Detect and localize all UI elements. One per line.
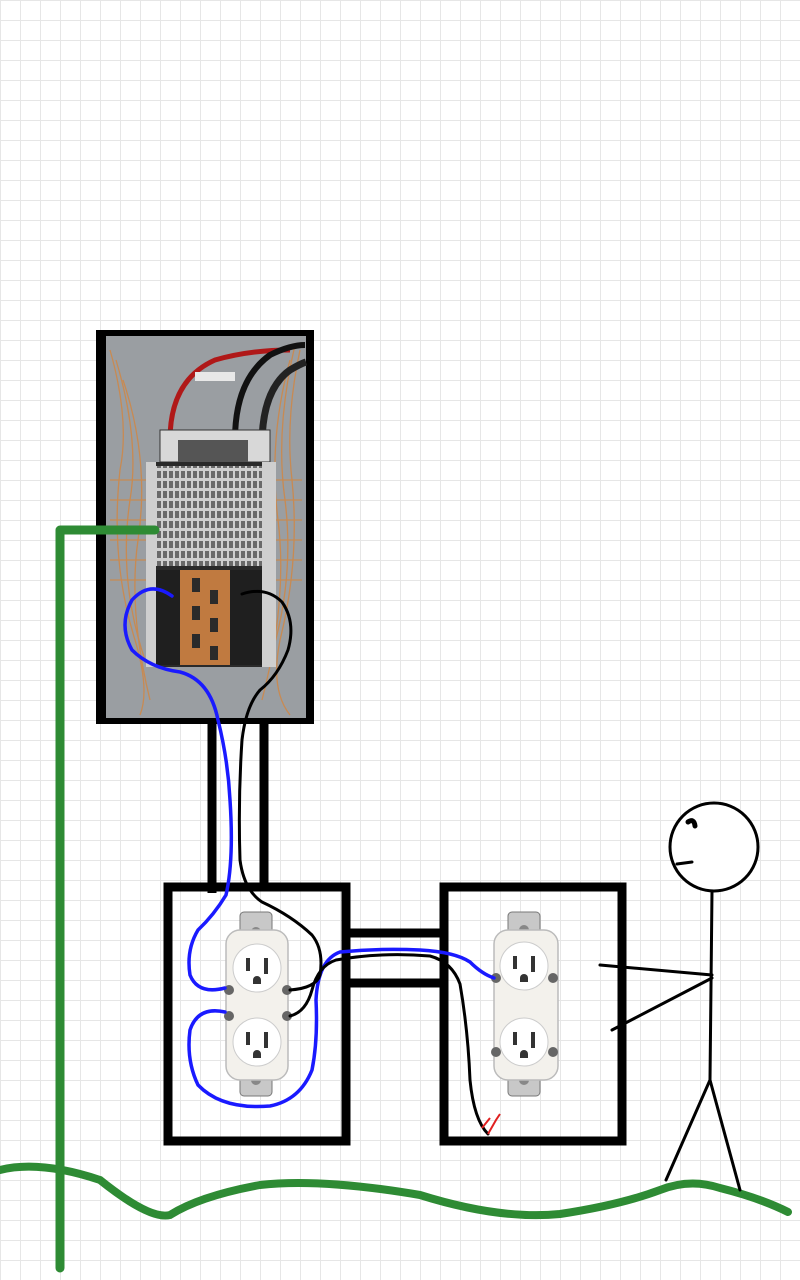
spark-icon: [481, 1113, 501, 1135]
panel-label: [195, 372, 235, 381]
earth-line-icon: [0, 1162, 792, 1220]
conduit-box-to-box: [344, 928, 444, 988]
box-frame-left: [163, 882, 351, 1146]
service-cable-red: [167, 347, 291, 441]
receptacle-box-right: [439, 882, 627, 1146]
person-head: [668, 801, 760, 893]
person-leg-right: [708, 1078, 742, 1192]
ground-rod-icon: [55, 525, 160, 1273]
outlet-bottom: [499, 1017, 549, 1067]
stick-figure-icon: [598, 801, 760, 1192]
bus-bar: [180, 570, 230, 665]
outlet-top: [499, 941, 549, 991]
neutral-wire: [123, 587, 496, 1109]
outlet-top: [232, 943, 282, 993]
person-arm-lower: [610, 976, 714, 1032]
service-cable-black-2: [258, 358, 308, 446]
hot-wire: [237, 589, 490, 1136]
box-frame-right: [439, 882, 627, 1146]
person-arm-upper: [598, 963, 714, 977]
outlet-bottom: [232, 1017, 282, 1067]
breaker-slots: [152, 466, 270, 566]
conduit-panel-to-box: [207, 724, 269, 893]
service-cable-black-1: [232, 342, 306, 441]
receptacle-box-left: [163, 882, 351, 1146]
person-leg-left: [664, 1078, 712, 1182]
duplex-receptacle-icon: [491, 911, 559, 1097]
breaker-panel: [96, 330, 314, 724]
person-body: [708, 889, 714, 1082]
duplex-receptacle-icon: [224, 911, 292, 1097]
